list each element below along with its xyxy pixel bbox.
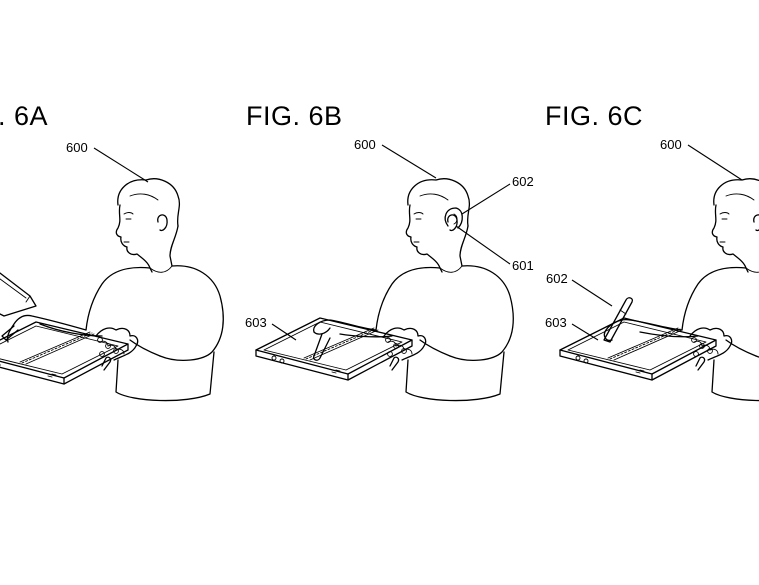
figure-6a: . 6A 600 [0,101,224,402]
figure-6b-leader-600 [381,144,437,179]
figure-6c-person [681,178,759,402]
figure-6b-title: FIG. 6B [246,101,343,131]
figure-6c-title: FIG. 6C [545,101,643,131]
figure-6b-person [375,178,514,402]
figure-6c-stylus [603,297,634,343]
figure-6b-label-602: 602 [512,174,534,189]
figure-6a-title: . 6A [0,101,48,131]
figure-6c-reaching-arm [603,318,683,342]
figure-6b-earpiece [444,207,463,229]
figure-6c-label-600: 600 [660,137,682,152]
figure-6c-label-602: 602 [546,271,568,286]
figure-6b-reaching-arm [313,319,377,333]
figure-6c-leader-602 [571,279,613,307]
figure-6c-tablet [559,317,717,381]
figure-6b-leader-601 [455,225,511,265]
figure-6b: FIG. 6B 600 602 601 603 [245,101,534,402]
figure-6b-label-601: 601 [512,258,534,273]
figure-6b-leader-603 [271,323,297,341]
figure-6c-label-603: 603 [545,315,567,330]
figure-6c-hand [689,327,733,371]
figure-6b-label-603: 603 [245,315,267,330]
figure-6c-leader-600 [687,144,743,181]
figure-6b-leader-602 [461,183,511,215]
figure-6b-pointing-finger [312,333,331,361]
figure-6a-leader-600 [93,147,149,183]
figure-6b-label-600: 600 [354,137,376,152]
figure-6a-label-600: 600 [66,140,88,155]
figure-6b-tablet [255,317,413,381]
figure-6a-reaching-arm [6,314,87,343]
figure-6a-laptop-lid [0,272,37,317]
figure-6c: FIG. 6C 600 602 603 [545,101,759,402]
